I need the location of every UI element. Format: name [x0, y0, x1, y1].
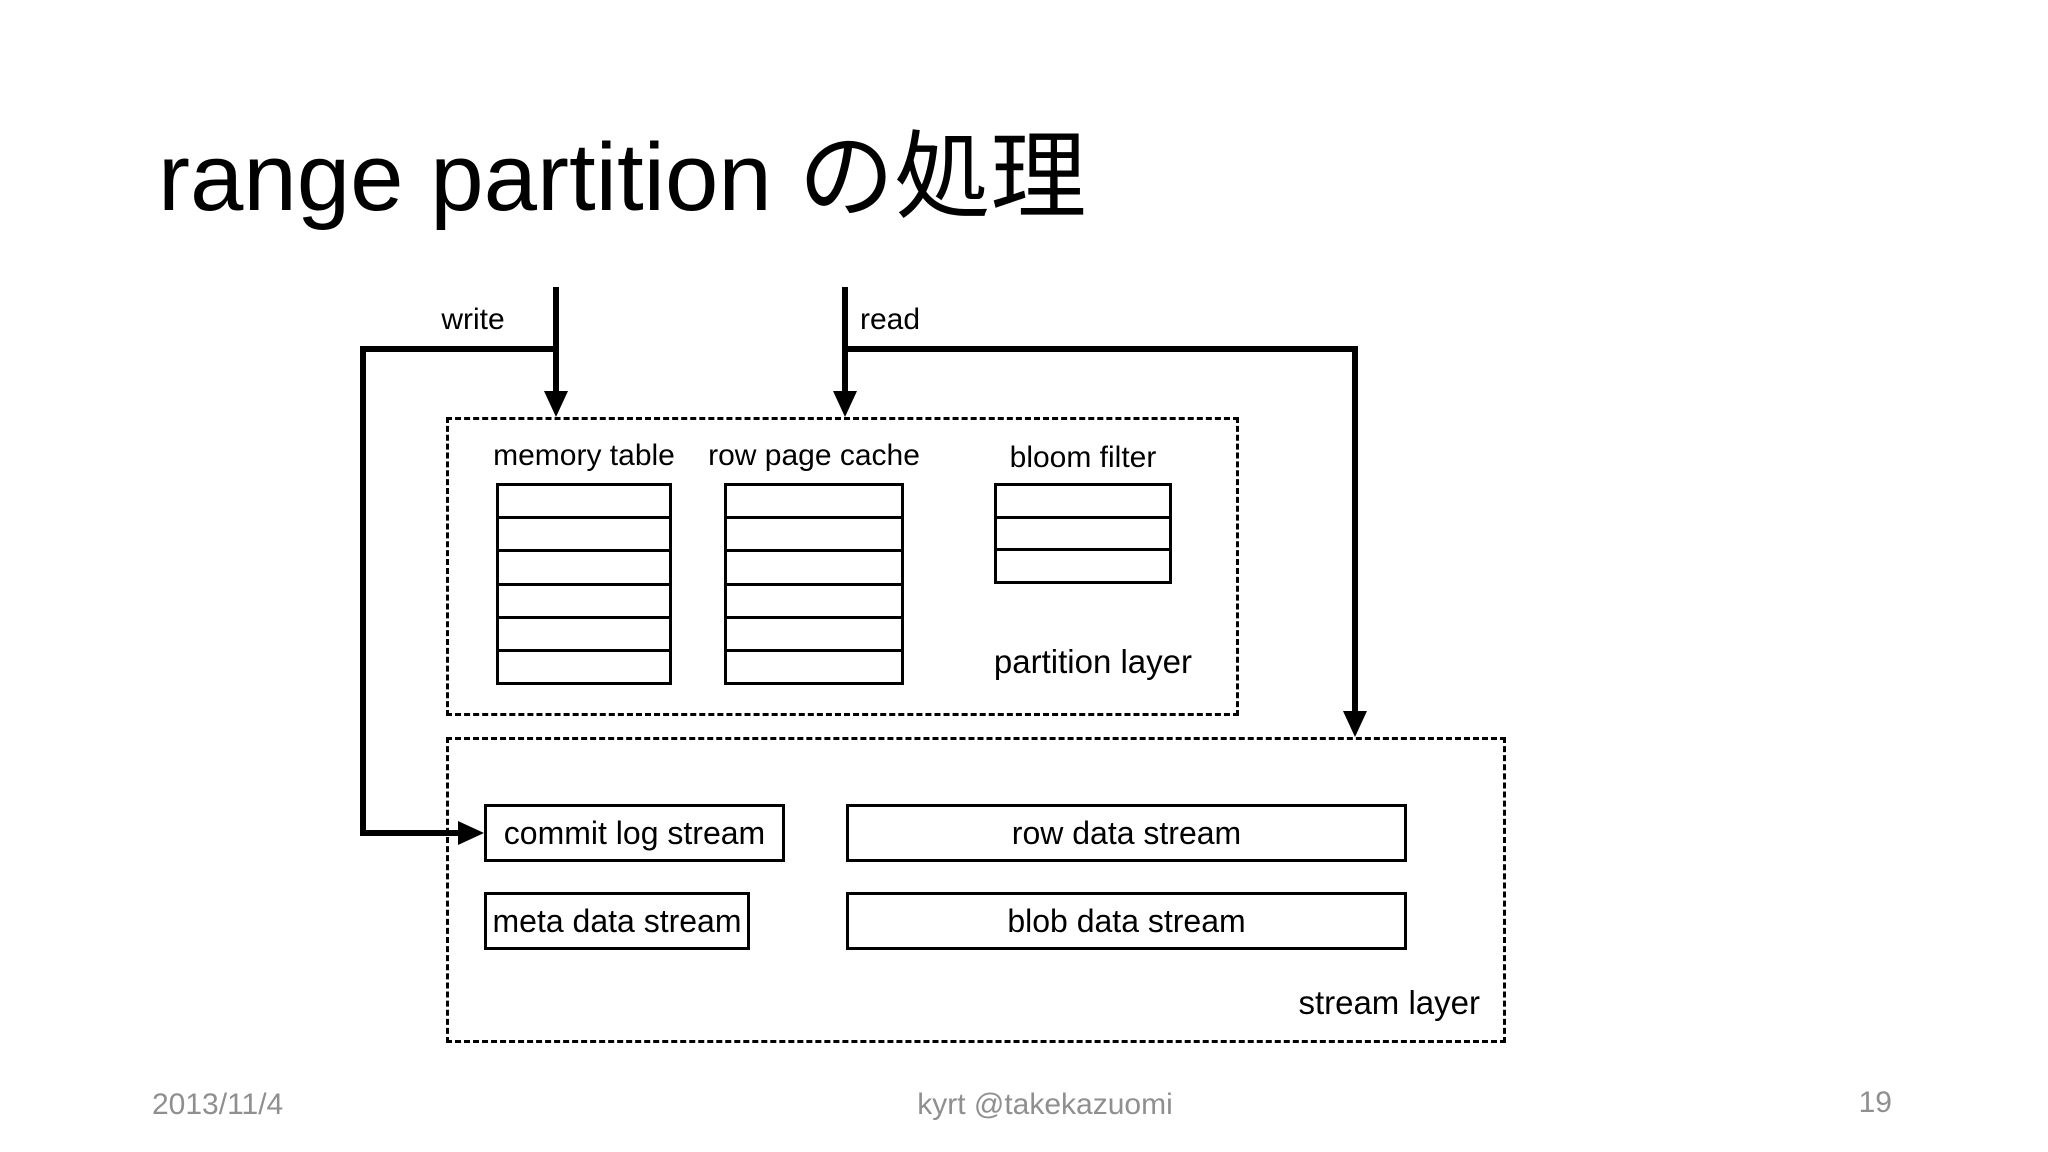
page-title: range partition の処理	[158, 124, 1087, 231]
bloom-filter-label: bloom filter	[1009, 441, 1157, 474]
stack-row	[997, 551, 1169, 581]
stack-row	[499, 619, 669, 652]
read-arrow-line	[842, 287, 848, 393]
row-data-stream-box: row data stream	[846, 804, 1407, 862]
stack-row	[499, 486, 669, 520]
row-page-cache-stack	[724, 483, 904, 685]
footer-page-number: 19	[1858, 1086, 1892, 1119]
bloom-filter-stack	[994, 483, 1172, 584]
stack-row	[727, 519, 901, 553]
commit-log-arrowhead-icon	[458, 821, 484, 845]
stack-row	[499, 586, 669, 619]
stack-row	[727, 552, 901, 586]
stack-row	[499, 552, 669, 586]
stack-row	[499, 519, 669, 553]
read-branch-vertical-line	[1352, 346, 1358, 711]
stack-row	[727, 486, 901, 520]
commit-log-stream-box: commit log stream	[484, 804, 785, 862]
partition-layer-label: partition layer	[993, 643, 1192, 680]
stack-row	[997, 519, 1169, 552]
footer-date: 2013/11/4	[152, 1088, 284, 1121]
read-branch-horizontal-line	[842, 346, 1358, 352]
stack-row	[727, 586, 901, 619]
write-arrowhead-icon	[544, 391, 568, 417]
memory-table-stack	[496, 483, 672, 685]
stack-row	[727, 652, 901, 682]
stack-row	[727, 619, 901, 652]
row-page-cache-label: row page cache	[708, 439, 920, 472]
read-label: read	[859, 303, 921, 336]
stream-layer-arrowhead-icon	[1343, 711, 1367, 737]
write-branch-vertical-line	[360, 346, 366, 836]
read-arrowhead-icon	[833, 391, 857, 417]
write-branch-bottom-line	[360, 830, 460, 836]
partition-layer-box	[446, 417, 1239, 716]
stream-layer-label: stream layer	[1298, 984, 1480, 1021]
stream-layer-box	[446, 737, 1506, 1043]
stack-row	[997, 486, 1169, 519]
write-arrow-line	[553, 287, 559, 393]
write-branch-horizontal-line	[360, 346, 559, 352]
meta-data-stream-box: meta data stream	[484, 892, 750, 950]
footer-author: kyrt @takekazuomi	[917, 1088, 1173, 1121]
stack-row	[499, 652, 669, 682]
blob-data-stream-box: blob data stream	[846, 892, 1407, 950]
memory-table-label: memory table	[493, 439, 675, 472]
write-label: write	[441, 303, 505, 336]
